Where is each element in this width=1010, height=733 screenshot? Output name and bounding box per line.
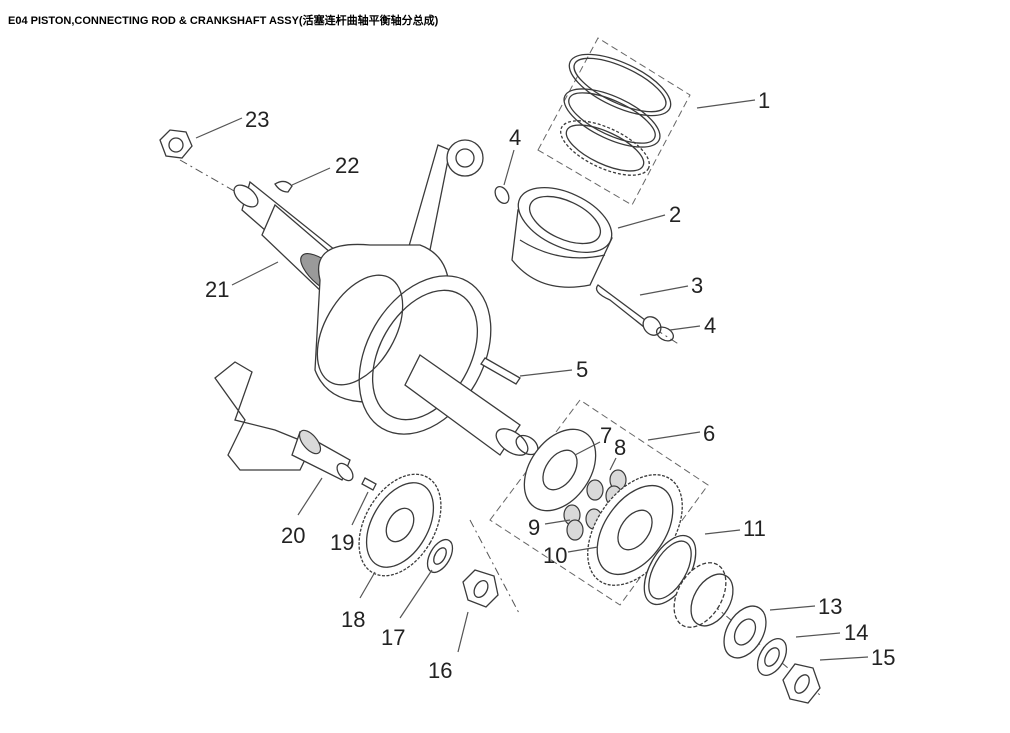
callout-labels: 1 2 3 4 4 5 6 7 8 9 10 11 13 14 15 16 17… bbox=[205, 88, 895, 683]
callout-16: 16 bbox=[428, 658, 452, 683]
washer-13 bbox=[723, 605, 767, 659]
callout-3: 3 bbox=[691, 273, 703, 298]
crankshaft-right bbox=[404, 354, 539, 456]
callout-21: 21 bbox=[205, 277, 229, 302]
circlip-upper bbox=[494, 185, 510, 205]
callout-15: 15 bbox=[871, 645, 895, 670]
callout-20: 20 bbox=[281, 523, 305, 548]
callout-19: 19 bbox=[330, 530, 354, 555]
piston-ring-group-box bbox=[537, 37, 691, 206]
piston bbox=[511, 187, 613, 288]
callout-1: 1 bbox=[758, 88, 770, 113]
callout-4: 4 bbox=[509, 125, 521, 150]
callout-9: 9 bbox=[528, 515, 540, 540]
balancer-key bbox=[361, 477, 377, 491]
crank-nut bbox=[159, 129, 193, 159]
callout-10: 10 bbox=[543, 543, 567, 568]
callout-8: 8 bbox=[614, 435, 626, 460]
callout-23: 23 bbox=[245, 107, 269, 132]
callout-5: 5 bbox=[576, 357, 588, 382]
gear-nut bbox=[462, 569, 499, 608]
diagram-title: E04 PISTON,CONNECTING ROD & CRANKSHAFT A… bbox=[8, 15, 439, 27]
callout-14: 14 bbox=[844, 620, 868, 645]
woodruff-key bbox=[274, 180, 293, 193]
washer-14 bbox=[756, 638, 788, 676]
callout-7: 7 bbox=[600, 423, 612, 448]
callout-17: 17 bbox=[381, 625, 405, 650]
piston-rings bbox=[560, 53, 672, 176]
callout-18: 18 bbox=[341, 607, 365, 632]
gear-hub bbox=[523, 428, 597, 512]
shaft-nut bbox=[782, 663, 821, 704]
callout-2: 2 bbox=[669, 202, 681, 227]
leader-lines bbox=[195, 99, 869, 661]
gear-washer bbox=[426, 538, 454, 574]
callout-13: 13 bbox=[818, 594, 842, 619]
piston-pin bbox=[595, 284, 662, 336]
circlip-lower bbox=[655, 326, 675, 342]
balancer-driven-gear bbox=[358, 473, 442, 577]
timing-sprocket bbox=[673, 562, 734, 628]
balancer-shaft bbox=[214, 361, 354, 482]
dowel-pin bbox=[480, 357, 521, 385]
callout-6: 6 bbox=[703, 421, 715, 446]
callout-4b: 4 bbox=[704, 313, 716, 338]
callout-11: 11 bbox=[743, 516, 766, 541]
callout-22: 22 bbox=[335, 153, 359, 178]
